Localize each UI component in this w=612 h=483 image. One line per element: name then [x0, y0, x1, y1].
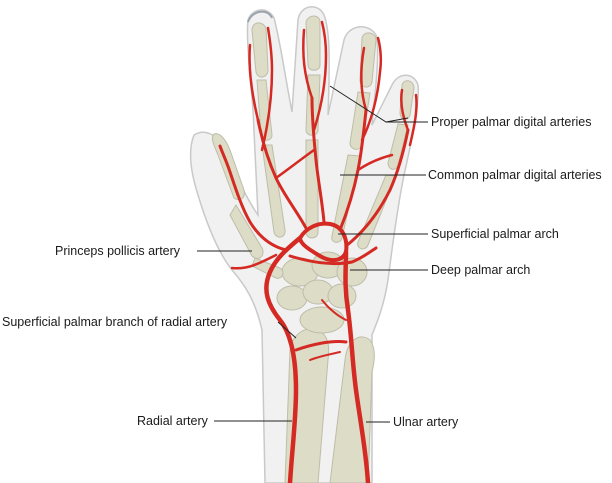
- label-superficial-palmar-arch: Superficial palmar arch: [431, 227, 559, 241]
- label-common-palmar-digital-arteries: Common palmar digital arteries: [428, 168, 602, 182]
- label-deep-palmar-arch: Deep palmar arch: [431, 263, 531, 277]
- common-digital-vessel-2: [310, 96, 326, 224]
- label-proper-palmar-digital-arteries: Proper palmar digital arteries: [431, 115, 592, 129]
- common-digital-vessel-4: [344, 128, 410, 248]
- deep-palmar-arch-vessel: [288, 246, 378, 266]
- label-radial-artery: Radial artery: [137, 414, 208, 428]
- label-princeps-pollicis-artery: Princeps pollicis artery: [55, 244, 181, 258]
- leader-lines: [197, 85, 428, 423]
- superficial-palmar-branch-vessel: [294, 340, 348, 352]
- superficial-palmar-arch-vessel: [298, 221, 349, 263]
- arteries: [218, 20, 418, 483]
- label-superficial-palmar-branch: Superficial palmar branch of radial arte…: [2, 315, 228, 329]
- ulnar-artery-vessel: [343, 249, 371, 483]
- princeps-pollicis-vessel: [218, 144, 288, 252]
- radial-artery-vessel: [264, 235, 303, 483]
- label-ulnar-artery: Ulnar artery: [393, 415, 459, 429]
